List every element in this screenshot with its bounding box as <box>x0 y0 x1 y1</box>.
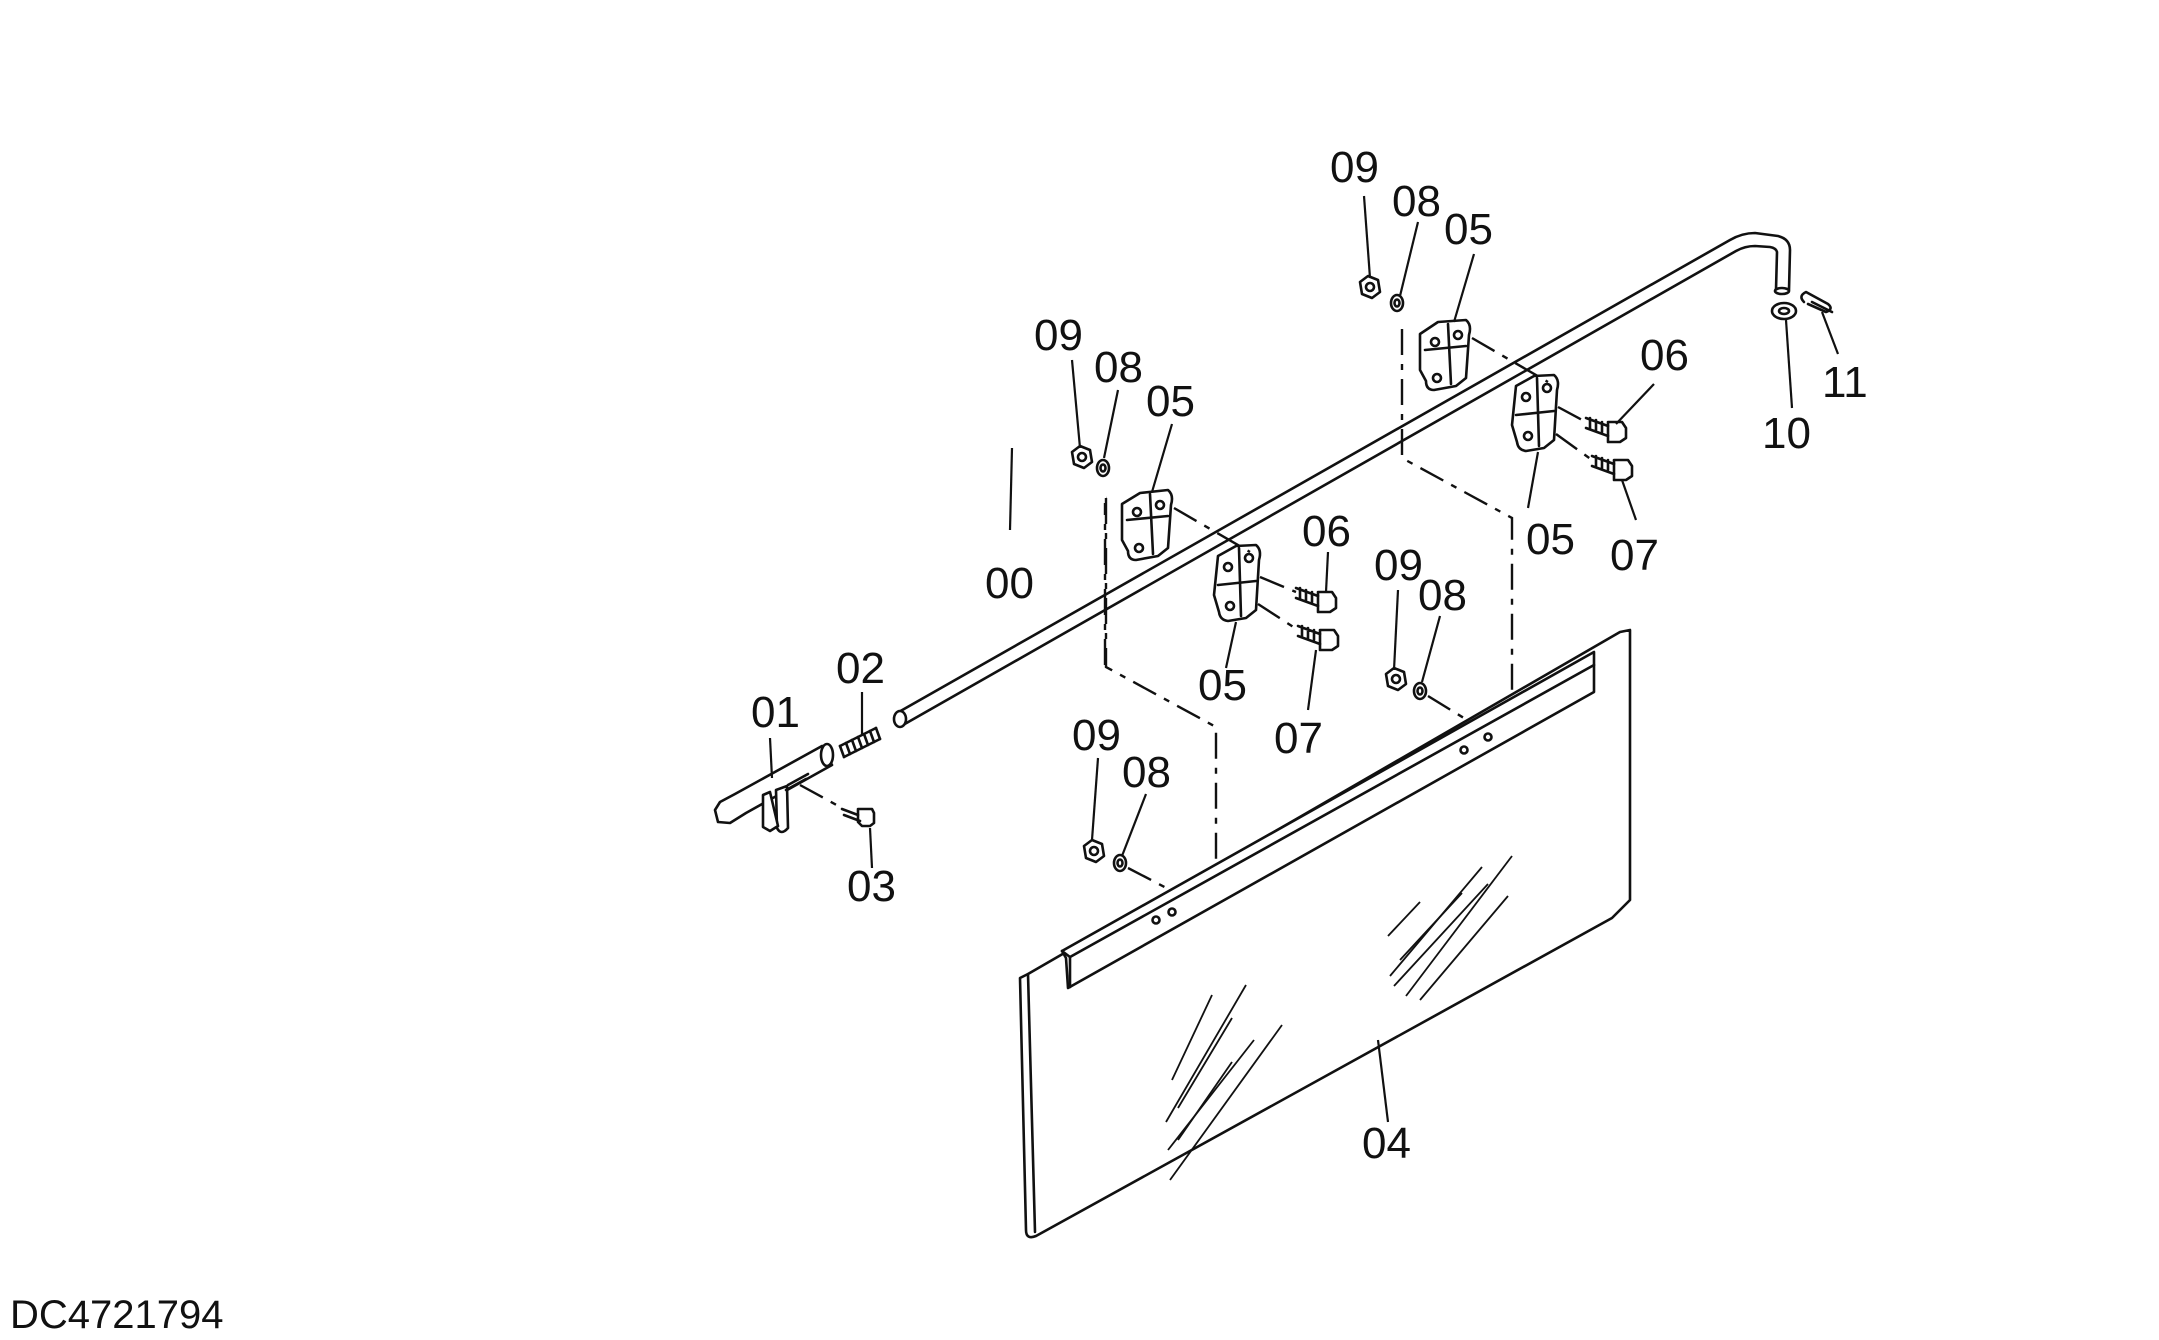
cotter-pin-11 <box>1800 290 1834 314</box>
nut-washer-a <box>1070 444 1111 478</box>
washer-10 <box>1770 301 1798 321</box>
label-bolt-b-upper-06: 06 <box>1640 331 1689 380</box>
drawing-id: DC4721794 <box>10 1293 224 1337</box>
hinge-b-upper-05 <box>1418 318 1472 392</box>
label-washer-d-08: 08 <box>1418 571 1467 620</box>
label-bolt-b-lower-07: 07 <box>1610 531 1659 580</box>
glass-reflection-left <box>1165 984 1283 1181</box>
label-nut-c-09: 09 <box>1072 711 1121 760</box>
window-panel-04 <box>1018 628 1632 1239</box>
label-window-panel-04: 04 <box>1362 1119 1411 1168</box>
bolt-a-upper-06 <box>1259 575 1338 614</box>
bolt-a-lower-07 <box>1257 602 1340 652</box>
label-washer-10: 10 <box>1762 409 1811 458</box>
label-washer-b-08: 08 <box>1392 177 1441 226</box>
label-hinge-b-lower-05: 05 <box>1526 515 1575 564</box>
glass-reflection-right <box>1387 855 1513 1001</box>
label-nut-b-09: 09 <box>1330 143 1379 192</box>
bolt-b-upper-06 <box>1557 405 1628 444</box>
label-hinge-b-upper-05: 05 <box>1444 205 1493 254</box>
leader-lines <box>768 195 1840 1123</box>
label-nut-a-09: 09 <box>1034 311 1083 360</box>
label-bolt-a-upper-06: 06 <box>1302 507 1351 556</box>
hinge-b-lower-05 <box>1510 373 1560 453</box>
hinge-a-lower-05 <box>1212 543 1262 623</box>
label-nut-d-09: 09 <box>1374 541 1423 590</box>
label-spring-02: 02 <box>836 644 885 693</box>
hinge-a-upper-05 <box>1120 488 1174 562</box>
rod-00 <box>892 231 1792 729</box>
label-rod-00: 00 <box>985 559 1034 608</box>
nut-washer-b <box>1358 274 1405 313</box>
label-cotter-pin-11: 11 <box>1822 358 1868 407</box>
label-washer-a-08: 08 <box>1094 343 1143 392</box>
pin-03 <box>799 783 876 828</box>
label-hinge-a-lower-05: 05 <box>1198 661 1247 710</box>
nut-washer-c <box>1082 838 1181 897</box>
label-handle-01: 01 <box>751 688 800 737</box>
bolt-b-lower-07 <box>1555 433 1634 482</box>
spring-02 <box>838 726 882 759</box>
label-pin-03: 03 <box>847 862 896 911</box>
label-washer-c-08: 08 <box>1122 748 1171 797</box>
label-bolt-a-lower-07: 07 <box>1274 714 1323 763</box>
handle-01 <box>713 742 835 834</box>
label-hinge-a-upper-05: 05 <box>1146 377 1195 426</box>
